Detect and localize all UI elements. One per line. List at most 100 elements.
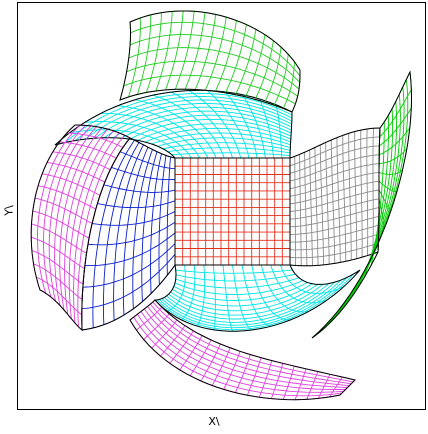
mesh-line [289, 154, 380, 182]
mesh-line [251, 264, 291, 321]
mesh-line [33, 263, 83, 300]
patch-boundary [129, 299, 356, 401]
mesh-line [270, 264, 328, 304]
patch-boundary [311, 70, 413, 339]
mesh-line [254, 40, 274, 100]
mesh-line [275, 104, 283, 159]
mesh-line [378, 180, 398, 192]
mesh-line [66, 132, 124, 148]
mesh-line [150, 303, 352, 385]
mesh-line [181, 264, 196, 321]
mesh-line [101, 112, 200, 159]
mesh-line [111, 166, 176, 181]
mesh-line [130, 21, 301, 77]
mesh-line [155, 11, 173, 92]
mesh-line [211, 347, 231, 386]
mesh-line [36, 276, 83, 316]
mesh-line [170, 91, 233, 159]
mesh-patch-arm-top-inner [54, 89, 293, 159]
mesh-line [214, 20, 237, 92]
mesh-line [290, 224, 379, 243]
mesh-line [81, 137, 131, 331]
mesh-line [260, 264, 310, 313]
mesh-line [119, 21, 131, 101]
mesh-patch-arm-right-outer [311, 70, 413, 339]
mesh-line [279, 264, 345, 294]
mesh-line [289, 233, 379, 251]
mesh-line [59, 141, 117, 159]
mesh-line [144, 308, 348, 388]
mesh-line [175, 269, 293, 274]
mesh-line [378, 127, 411, 156]
mesh-patch-arm-top-outer [119, 10, 301, 113]
mesh-line [103, 184, 176, 193]
mesh-line [84, 121, 192, 159]
mesh-line [31, 223, 87, 254]
mesh-line [244, 34, 266, 98]
mesh-line [146, 12, 162, 93]
mesh-line [174, 11, 195, 90]
mesh-line [194, 14, 217, 90]
mesh-line [81, 264, 176, 331]
mesh-line [379, 148, 408, 165]
mesh-line [273, 54, 289, 106]
mesh-line [84, 232, 176, 267]
mesh-line [133, 316, 342, 397]
plot-frame [17, 2, 426, 410]
x-axis-label: X\ [208, 415, 220, 428]
mesh-patch-arm-right-inner [289, 127, 381, 267]
mesh-line [379, 89, 412, 138]
mesh-line [87, 221, 176, 246]
mesh-line [34, 197, 93, 224]
mesh-line [152, 94, 225, 159]
mesh-line [184, 12, 206, 90]
mesh-line [289, 242, 379, 259]
mesh-line [325, 242, 379, 325]
mesh-line [92, 211, 176, 226]
mesh-line [188, 90, 242, 159]
mesh-line [378, 169, 403, 175]
mesh-line [31, 250, 84, 285]
mesh-line [241, 264, 272, 327]
mesh-line [289, 136, 380, 167]
mesh-line [175, 273, 296, 282]
mesh-line [135, 99, 217, 159]
mesh-line [155, 264, 177, 301]
mesh-line [264, 47, 282, 103]
mesh-line [31, 236, 85, 270]
mesh-line [137, 313, 344, 393]
mesh-line [339, 233, 380, 310]
mesh-patch-arm-left-inner [81, 137, 176, 331]
mesh-line [356, 108, 394, 290]
mesh-patch-arm-bottom-outer [129, 299, 356, 401]
mesh-line [379, 108, 412, 147]
mesh-line [167, 264, 186, 312]
mesh-line [119, 151, 176, 170]
mesh-line [81, 254, 176, 310]
mesh-line [378, 198, 384, 234]
mesh-patch-arm-bottom-inner [153, 264, 361, 332]
mesh-line [37, 185, 97, 210]
mesh-line [32, 210, 90, 239]
patch-boundary [30, 124, 131, 332]
mesh-line [259, 98, 275, 159]
mesh-line [140, 311, 346, 390]
mesh-line [128, 17, 141, 98]
mesh-line [144, 127, 291, 143]
mesh-line [289, 207, 380, 228]
mesh-line [234, 29, 257, 95]
mesh-line [75, 96, 293, 141]
mesh-line [289, 145, 380, 174]
mesh-line [141, 151, 158, 302]
mesh-line [232, 264, 253, 331]
mesh-line [212, 264, 216, 330]
mesh-line [289, 163, 380, 190]
mesh-line [197, 264, 206, 327]
mesh-line [246, 357, 262, 396]
mesh-line [378, 189, 391, 213]
mesh-line [224, 91, 258, 159]
mesh-line [47, 162, 106, 183]
mesh-line [289, 171, 380, 197]
mesh-line [152, 301, 354, 383]
